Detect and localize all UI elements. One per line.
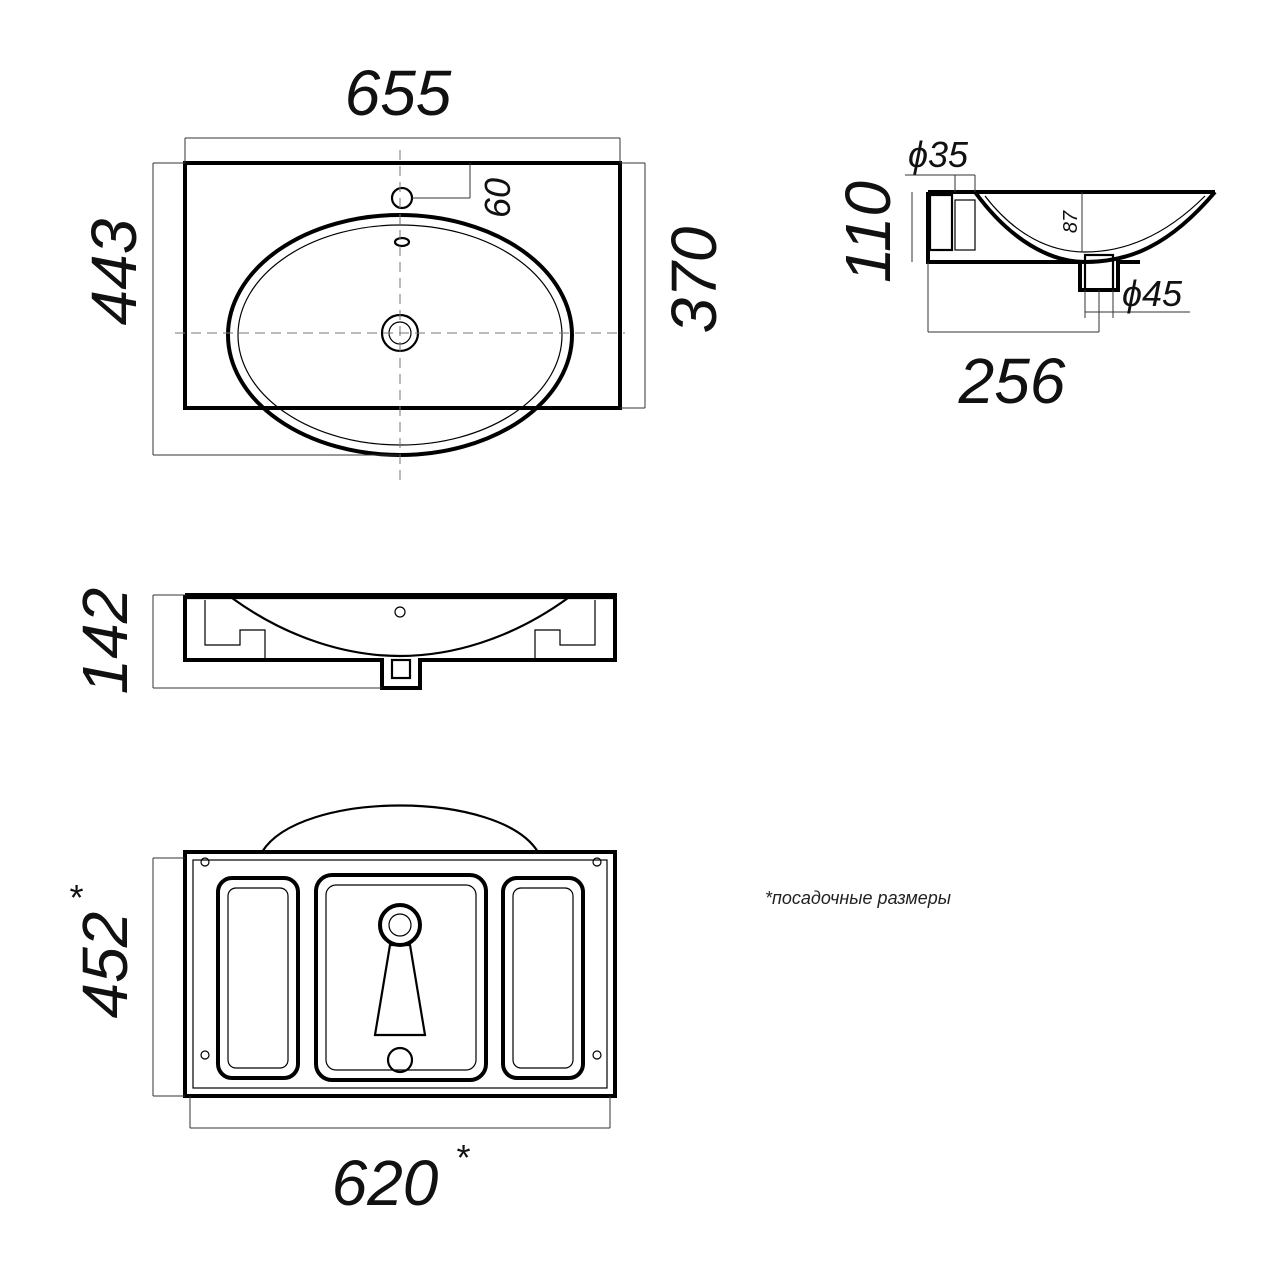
dim-label-drain-45: ϕ45 xyxy=(1122,273,1183,314)
front-tap-hole xyxy=(394,606,406,618)
front-drain xyxy=(390,658,412,680)
bottom-overflow xyxy=(386,1046,414,1074)
dim-label-width-620: 620 xyxy=(332,1147,439,1219)
dim-asterisk-620: * xyxy=(455,1137,470,1178)
overflow-hole xyxy=(393,236,411,248)
section-tap-block xyxy=(928,193,954,252)
mount-hole-tr xyxy=(592,857,602,867)
bottom-center-cavity xyxy=(314,873,488,1082)
bottom-drain-pipe xyxy=(373,943,427,1037)
dim-label-tap-offset-60: 60 xyxy=(477,178,518,218)
section-bowl-inner xyxy=(984,195,1206,253)
dim-asterisk-452: * xyxy=(68,877,83,918)
mount-hole-bl xyxy=(200,1050,210,1060)
bottom-view: 452 * 620 * xyxy=(68,804,617,1219)
mount-hole-br xyxy=(592,1050,602,1060)
top-view-outline xyxy=(183,161,622,410)
mount-hole-tl xyxy=(200,857,210,867)
bottom-bowl-arc xyxy=(261,804,539,853)
tap-hole xyxy=(390,186,414,210)
dim-label-depth-256: 256 xyxy=(958,345,1066,417)
bottom-view-inner-frame xyxy=(192,859,608,1089)
section-tap-inner xyxy=(954,199,976,251)
dim-label-depth-452: 452 xyxy=(69,912,141,1019)
front-view-outline xyxy=(183,593,617,690)
dim-label-depth-443: 443 xyxy=(78,218,150,325)
section-back-wall xyxy=(926,192,1140,292)
bottom-right-cavity xyxy=(501,876,585,1080)
bottom-left-cavity-inner xyxy=(227,887,289,1069)
bottom-drain-inner xyxy=(388,913,412,937)
bottom-right-cavity-inner xyxy=(512,887,574,1069)
dim-label-width-655: 655 xyxy=(345,57,452,129)
front-bowl-curve xyxy=(231,597,569,658)
top-view: 655 443 370 60 xyxy=(78,57,730,480)
front-view: 142 xyxy=(69,588,617,695)
dim-label-bowl-depth-87: 87 xyxy=(1060,210,1082,233)
bottom-center-cavity-inner xyxy=(325,884,477,1071)
front-right-rib xyxy=(534,600,596,660)
front-left-rib xyxy=(204,600,266,660)
bottom-drain-ring xyxy=(378,903,422,947)
dim-label-depth-370: 370 xyxy=(658,226,730,333)
dim-label-tap-hole-35: ϕ35 xyxy=(908,134,969,175)
side-section: ϕ35 110 87 ϕ45 256 xyxy=(832,134,1217,417)
bottom-left-cavity xyxy=(216,876,300,1080)
dim-label-height-110: 110 xyxy=(832,181,904,283)
bottom-view-outline xyxy=(183,850,617,1098)
dim-label-height-142: 142 xyxy=(69,588,141,695)
footnote-text: *посадочные размеры xyxy=(765,888,951,908)
